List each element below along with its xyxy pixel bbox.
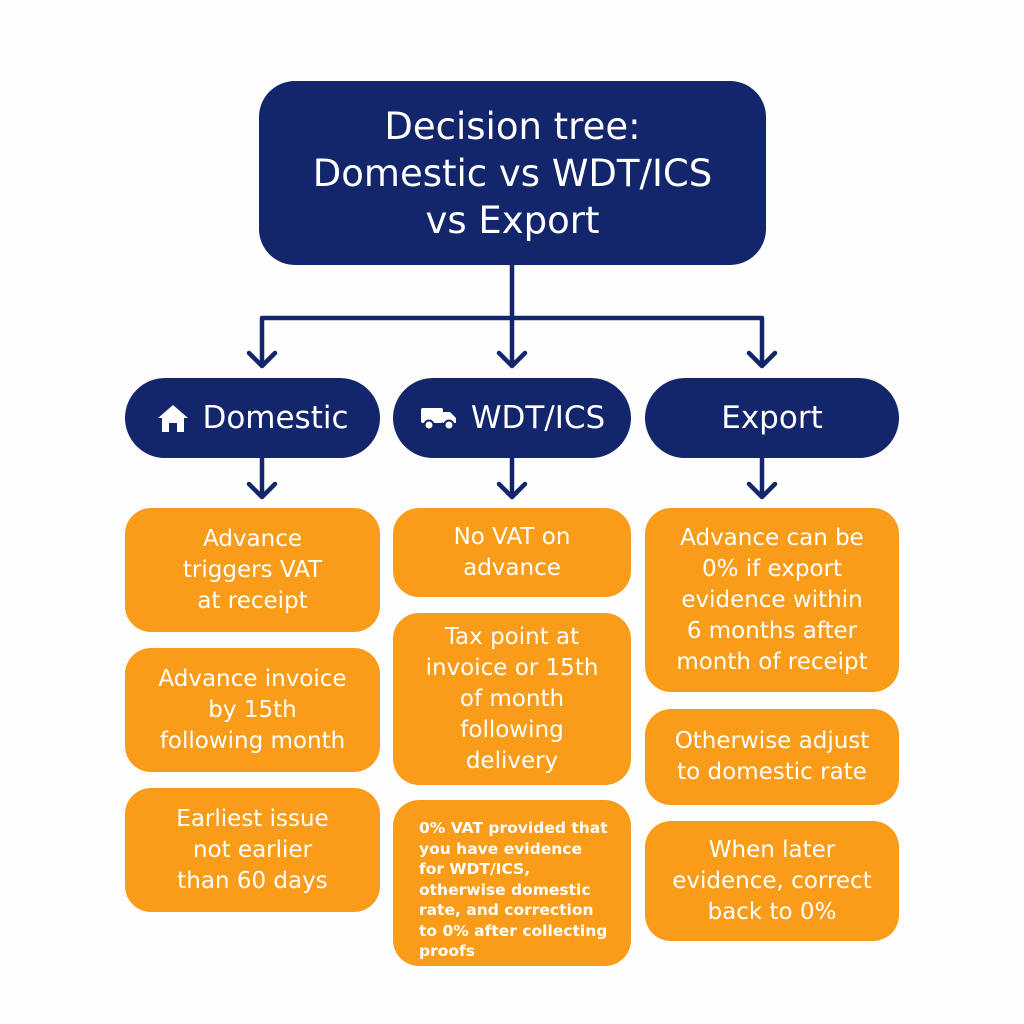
domestic-box-1: Advance triggers VAT at receipt	[125, 508, 380, 632]
box-text-line: at receipt	[197, 587, 308, 614]
box-text-line: 6 months after	[686, 617, 858, 644]
box-text-line: to 0% after collecting	[419, 921, 608, 940]
wdt-ics-label: WDT/ICS	[470, 400, 606, 436]
box-text-line: When later	[708, 836, 836, 863]
delivery-truck-icon	[419, 403, 459, 433]
box-text-line: invoice or 15th	[425, 654, 599, 681]
diagram-title: Decision tree: Domestic vs WDT/ICS vs Ex…	[259, 81, 766, 265]
wdt-ics-header: WDT/ICS	[393, 378, 631, 458]
box-text-line: delivery	[465, 747, 559, 774]
box-text-line: evidence, correct	[672, 867, 872, 894]
box-text-line: otherwise domestic	[419, 880, 591, 899]
box-text-line: rate, and correction	[419, 901, 594, 919]
box-text-line: Tax point at	[444, 623, 580, 650]
box-text-line: Advance can be	[680, 524, 864, 551]
export-box-1: Advance can be 0% if export evidence wit…	[645, 508, 899, 692]
box-text-line: 0% VAT provided that	[419, 819, 608, 837]
box-text-line: advance	[463, 554, 561, 581]
box-text-line: No VAT on	[453, 523, 571, 550]
box-text-line: proofs	[419, 942, 476, 960]
domestic-box-3: Earliest issue not earlier than 60 days	[125, 788, 380, 912]
box-text-line: 0% if export	[701, 555, 843, 582]
box-text-line: following	[460, 716, 564, 743]
wdt-ics-box-2: Tax point at invoice or 15th of month fo…	[393, 613, 631, 785]
box-text-line: to domestic rate	[677, 759, 867, 785]
export-header: Export	[645, 378, 899, 458]
box-text-line: not earlier	[192, 836, 313, 863]
box-text-line: month of receipt	[676, 648, 868, 675]
title-line: Domestic vs WDT/ICS	[312, 151, 713, 195]
box-text-line: back to 0%	[707, 898, 837, 925]
box-text-line: following month	[159, 727, 346, 754]
box-text-line: than 60 days	[177, 867, 328, 894]
export-box-2: Otherwise adjust to domestic rate	[645, 709, 899, 805]
box-text-line: Otherwise adjust	[674, 728, 870, 754]
domestic-box-2: Advance invoice by 15th following month	[125, 648, 380, 772]
box-text-line: evidence within	[681, 586, 863, 613]
export-label: Export	[721, 400, 823, 436]
wdt-ics-box-1: No VAT on advance	[393, 508, 631, 597]
box-text-line: Earliest issue	[176, 805, 329, 832]
export-box-3: When later evidence, correct back to 0%	[645, 821, 899, 941]
title-line: vs Export	[425, 198, 600, 242]
domestic-label: Domestic	[202, 400, 349, 436]
box-text-line: Advance invoice	[158, 665, 347, 692]
wdt-ics-box-3: 0% VAT provided that you have evidence f…	[393, 800, 631, 966]
house-icon	[156, 402, 190, 434]
box-text-line: triggers VAT	[182, 556, 323, 583]
domestic-header: Domestic	[125, 378, 380, 458]
box-text-line: for WDT/ICS,	[419, 860, 531, 878]
title-line: Decision tree:	[384, 104, 641, 148]
box-text-line: by 15th	[208, 696, 297, 723]
box-text-line: Advance	[202, 525, 302, 552]
box-text-line: you have evidence	[419, 839, 582, 858]
box-text-line: of month	[459, 685, 565, 712]
